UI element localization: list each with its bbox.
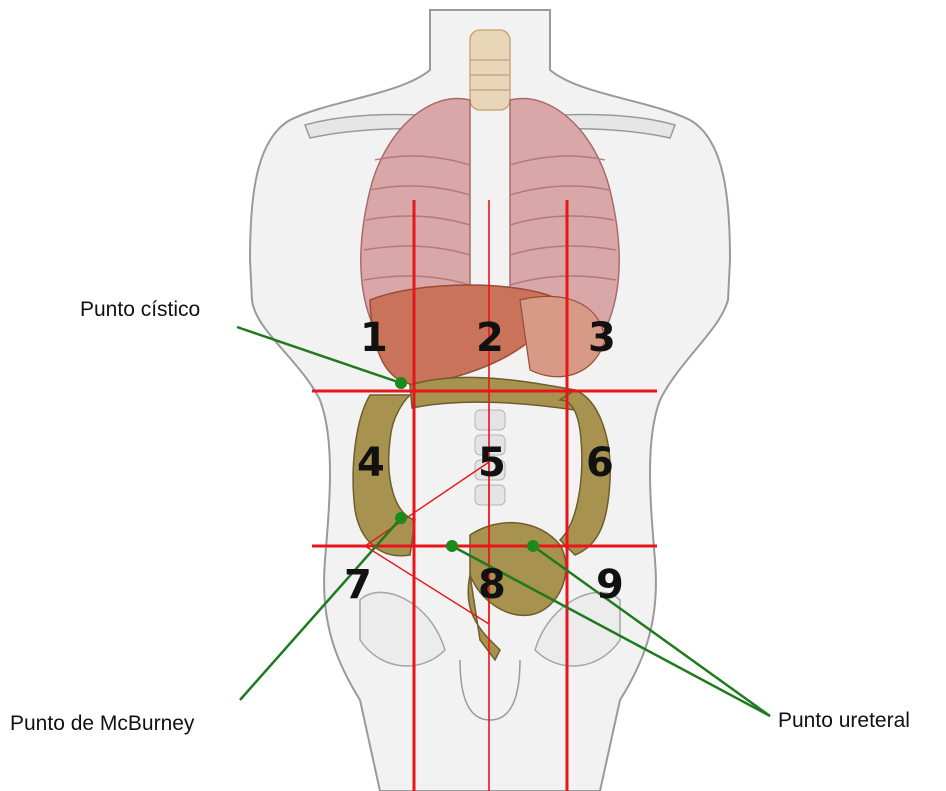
region-number-3: 3 — [588, 318, 616, 358]
label-punto-ureteral: Punto ureteral — [778, 709, 910, 733]
points — [395, 377, 539, 552]
region-number-4: 4 — [357, 443, 385, 483]
mcburney-triangle — [365, 462, 489, 624]
point-mcburney-marker — [395, 512, 407, 524]
region-number-2: 2 — [476, 318, 504, 358]
region-number-5: 5 — [478, 443, 506, 483]
region-number-6: 6 — [586, 443, 614, 483]
region-number-8: 8 — [478, 565, 506, 605]
region-number-7: 7 — [344, 565, 372, 605]
point-ureteral-right-marker — [527, 540, 539, 552]
point-ureteral-left-marker — [446, 540, 458, 552]
label-punto-mcburney: Punto de McBurney — [10, 712, 194, 736]
label-punto-cistico: Punto cístico — [80, 298, 200, 322]
pointer-ureteral-right — [533, 546, 770, 716]
pointer-lines — [237, 327, 770, 716]
point-cistico-marker — [395, 377, 407, 389]
grid-lines — [312, 200, 657, 791]
region-number-9: 9 — [596, 565, 624, 605]
region-number-1: 1 — [360, 318, 388, 358]
